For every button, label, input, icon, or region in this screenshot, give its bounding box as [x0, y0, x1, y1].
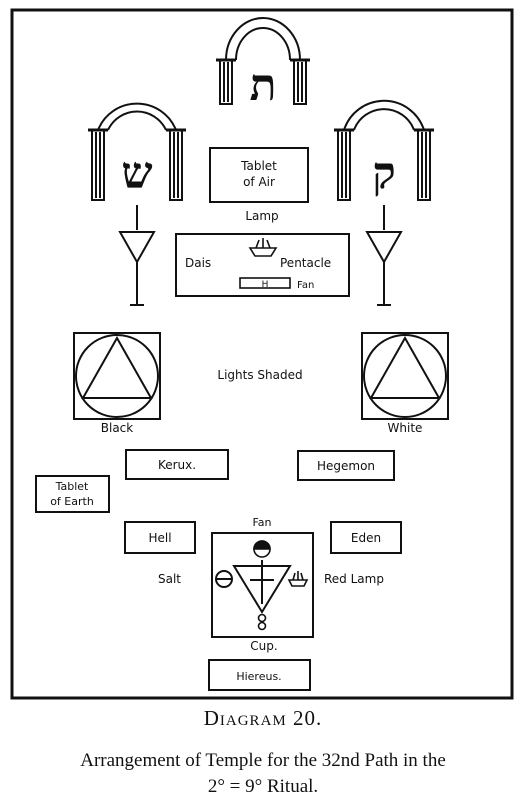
- diagram-caption-line2: 2° = 9° Ritual.: [207, 776, 319, 797]
- eden-box: [330, 521, 402, 554]
- tablet-of-air-box: [209, 147, 309, 203]
- lamp-icon: [248, 238, 278, 257]
- central-altar-box: [211, 532, 314, 638]
- dais-label: Dais: [185, 256, 211, 270]
- salt-label: Salt: [158, 572, 181, 586]
- temple-frame: [10, 8, 514, 700]
- black-pillar-symbol: [73, 332, 161, 420]
- eden-label: Eden: [351, 531, 381, 545]
- red-lamp-icon: [287, 571, 309, 587]
- inverted-triangle-cross: [232, 560, 292, 614]
- right-pillar-triangle: [365, 205, 403, 306]
- top-arch-letter: ת: [250, 60, 277, 111]
- hegemon-label: Hegemon: [317, 459, 375, 473]
- fan-label: Fan: [252, 516, 271, 529]
- white-pillar-symbol: [361, 332, 449, 420]
- kerux-label: Kerux.: [158, 458, 196, 472]
- right-arch: [334, 99, 434, 201]
- fan-icon: [253, 540, 271, 558]
- altar-box: [175, 233, 350, 297]
- lights-shaded-label: Lights Shaded: [217, 368, 302, 382]
- kerux-box: [125, 449, 229, 480]
- tablet-of-earth-box: [35, 475, 110, 513]
- cup-icon: [257, 613, 267, 631]
- salt-icon: [215, 570, 233, 588]
- cup-label: Cup.: [250, 639, 277, 653]
- hegemon-box: [297, 450, 395, 481]
- left-arch: [88, 102, 186, 201]
- tablet-of-air-line1: Tablet: [240, 159, 277, 173]
- hiereus-box: [208, 659, 311, 691]
- pentacle-label: Pentacle: [280, 256, 331, 270]
- black-label: Black: [101, 421, 134, 435]
- h-mark-label: H: [262, 280, 269, 290]
- red-lamp-label: Red Lamp: [324, 572, 384, 586]
- tablet-of-earth-line2: of Earth: [50, 495, 94, 508]
- top-arch: [216, 17, 310, 105]
- left-pillar-triangle: [118, 205, 156, 306]
- h-mark-box: [239, 277, 291, 289]
- tablet-of-earth-line1: Tablet: [55, 480, 89, 493]
- white-label: White: [388, 421, 423, 435]
- left-arch-letter: ש: [121, 148, 152, 199]
- diagram-caption-line1: Arrangement of Temple for the 32nd Path …: [80, 750, 446, 771]
- tablet-of-air-line2: of Air: [243, 175, 275, 189]
- hell-box: [124, 521, 196, 554]
- altar-fan-label: Fan: [297, 280, 314, 291]
- hell-label: Hell: [148, 531, 171, 545]
- diagram-title: Diagram 20.: [203, 706, 323, 730]
- right-arch-letter: ק: [372, 148, 396, 199]
- hiereus-label: Hiereus.: [236, 670, 281, 683]
- lamp-label: Lamp: [245, 209, 278, 223]
